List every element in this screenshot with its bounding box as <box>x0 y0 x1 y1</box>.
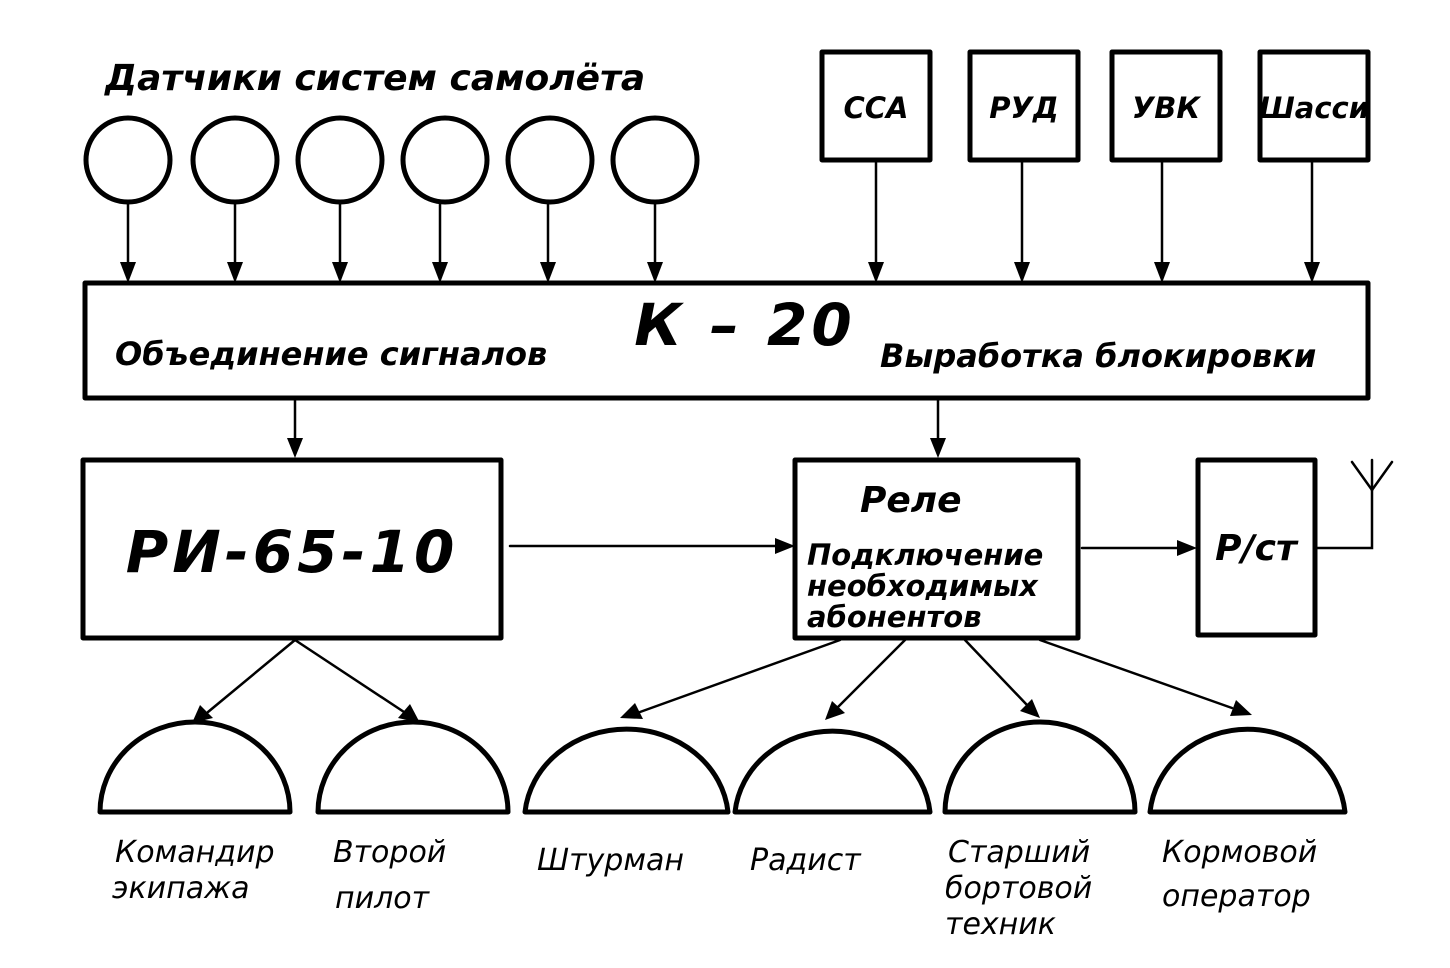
sensor-circle <box>610 115 700 205</box>
crew-stations <box>97 719 1348 815</box>
sensor-arrows <box>120 200 663 283</box>
crew-label-line: экипажа <box>112 871 250 906</box>
crew-label-line: Старший <box>948 835 1090 870</box>
chassis-label: Шасси <box>1259 91 1369 125</box>
crew-label-line: Радист <box>750 843 862 878</box>
rud-box <box>967 49 1081 163</box>
relay-line: необходимых <box>807 569 1039 603</box>
relay-title: Реле <box>860 480 962 521</box>
k20-box <box>82 280 1371 401</box>
crew-label-line: оператор <box>1162 879 1311 914</box>
uvk-box <box>1109 49 1223 163</box>
relay-box <box>792 457 1081 641</box>
sensor-circle <box>400 115 490 205</box>
crew-label-line: пилот <box>335 881 431 916</box>
tail-operator-station <box>1147 726 1348 815</box>
input-arrows <box>868 158 1320 283</box>
commander-station <box>97 719 293 815</box>
sensor-circle <box>190 115 280 205</box>
navigator-station <box>522 726 731 815</box>
sensors-header: Датчики систем самолёта <box>104 58 645 99</box>
input-boxes: ССА РУД УВК Шасси <box>819 49 1371 163</box>
sensor-circle <box>83 115 173 205</box>
ssa-label: ССА <box>843 91 908 125</box>
ri-65-10-label: РИ-65-10 <box>126 518 459 586</box>
relay-line: абонентов <box>807 600 982 634</box>
crew-arrows <box>192 638 1252 723</box>
rud-label: РУД <box>989 91 1058 125</box>
sensor-circle <box>505 115 595 205</box>
radio-station-label: Р/ст <box>1215 528 1299 569</box>
crew-label-line: техник <box>945 907 1056 942</box>
crew-labels: Командир экипажа Второй пилот Штурман Ра… <box>112 835 1317 942</box>
uvk-label: УВК <box>1132 91 1201 125</box>
sensor-circle <box>295 115 385 205</box>
copilot-station <box>315 719 511 815</box>
crew-label-line: Второй <box>333 835 446 870</box>
antenna-icon <box>1313 458 1394 550</box>
flight-engineer-station <box>942 719 1138 815</box>
relay-line: Подключение <box>807 538 1043 572</box>
crew-label-line: бортовой <box>945 871 1092 906</box>
sensor-circles <box>83 115 700 205</box>
radio-operator-station <box>732 728 933 815</box>
ri-65-10-box <box>80 457 504 641</box>
chassis-box <box>1257 49 1371 163</box>
k20-right-text: Выработка блокировки <box>880 337 1316 375</box>
crew-label-line: Штурман <box>537 843 684 878</box>
k20-left-text: Объединение сигналов <box>115 335 547 373</box>
crew-label-line: Командир <box>115 835 275 870</box>
crew-label-line: Кормовой <box>1162 835 1317 870</box>
k20-title: К – 20 <box>634 291 856 359</box>
